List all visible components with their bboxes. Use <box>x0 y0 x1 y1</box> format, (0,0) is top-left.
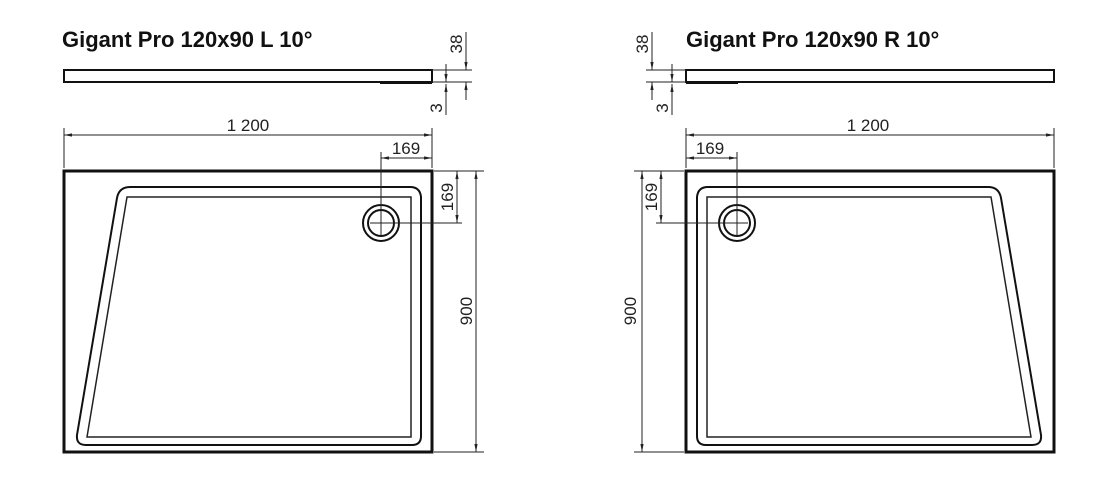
drain-x-dimension: 169 <box>696 139 724 158</box>
drawing-right: Gigant Pro 120x90 R 10° 1 200 169 169 90… <box>621 27 1054 452</box>
depth-dimension: 900 <box>621 297 640 325</box>
drain-x-dimension: 169 <box>392 139 420 158</box>
height-dimension: 38 <box>447 35 466 54</box>
height-dimension: 38 <box>633 35 652 54</box>
width-dimension: 1 200 <box>227 116 270 135</box>
drawing-left: Gigant Pro 120x90 L 10° 1 200 169 169 90… <box>62 27 484 452</box>
drawing-title: Gigant Pro 120x90 R 10° <box>686 27 939 52</box>
depth-dimension: 900 <box>457 297 476 325</box>
drain-y-dimension: 169 <box>438 183 457 211</box>
drawing-title: Gigant Pro 120x90 L 10° <box>62 27 313 52</box>
width-dimension: 1 200 <box>847 116 890 135</box>
foot-dimension: 3 <box>427 103 446 112</box>
drain-y-dimension: 169 <box>642 183 661 211</box>
foot-dimension: 3 <box>653 103 672 112</box>
